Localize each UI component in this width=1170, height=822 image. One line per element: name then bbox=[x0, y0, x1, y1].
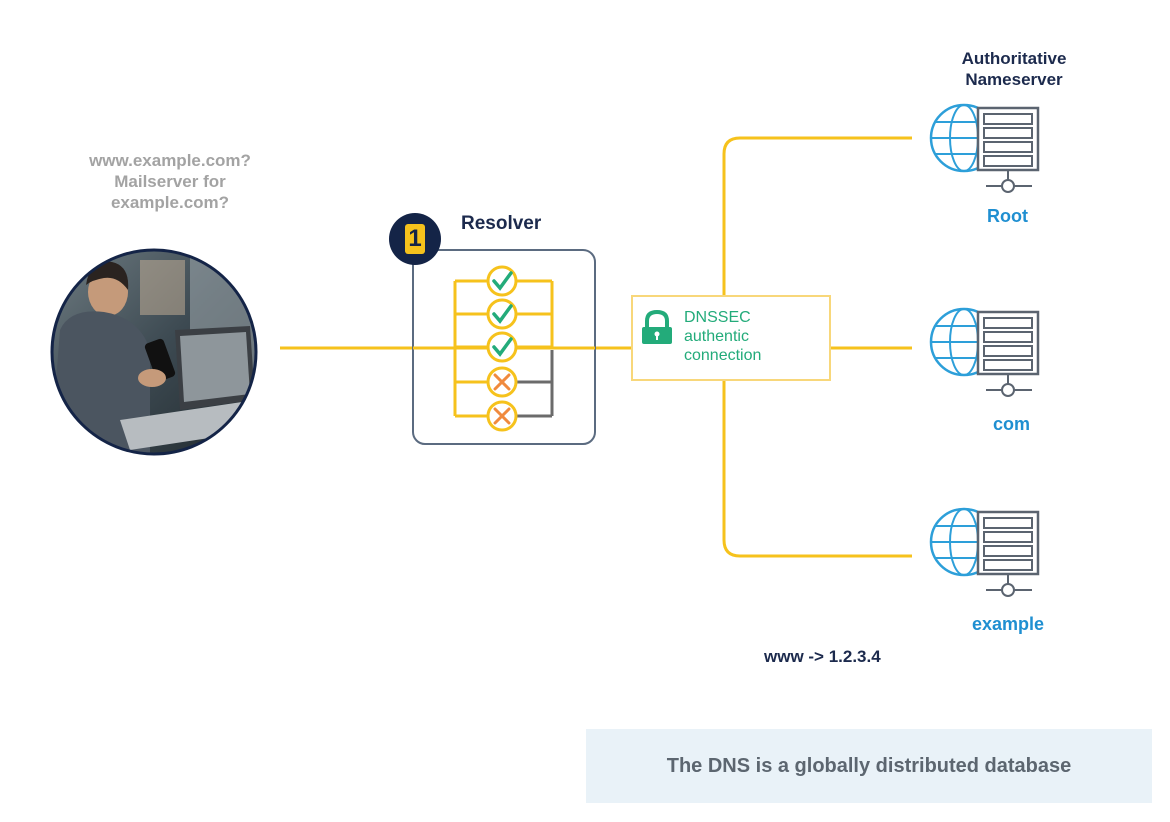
dnssec-label: DNSSEC authentic connection bbox=[684, 308, 761, 365]
client-question: www.example.com? Mailserver for example.… bbox=[40, 150, 300, 213]
trunk-to-root-line bbox=[722, 136, 912, 296]
authoritative-title-line: Authoritative bbox=[961, 49, 1067, 68]
check-valid-2 bbox=[486, 298, 518, 330]
authoritative-title: Authoritative Nameserver bbox=[924, 48, 1104, 90]
authoritative-title-line: Nameserver bbox=[965, 70, 1063, 89]
client-question-line: Mailserver for bbox=[114, 172, 226, 191]
caption-box: The DNS is a globally distributed databa… bbox=[586, 729, 1152, 803]
client-avatar bbox=[50, 248, 258, 456]
step-number: 1 bbox=[405, 224, 425, 254]
check-invalid-1 bbox=[486, 366, 518, 398]
caption-text: The DNS is a globally distributed databa… bbox=[666, 754, 1072, 777]
check-valid-3 bbox=[486, 331, 518, 363]
server-root-icon bbox=[929, 103, 1040, 193]
server-com-icon bbox=[929, 307, 1040, 397]
server-example-label: example bbox=[972, 614, 1045, 634]
step-number-badge: 1 bbox=[389, 213, 441, 265]
resolver bbox=[412, 249, 596, 445]
check-invalid-2 bbox=[486, 400, 518, 432]
server-example-icon bbox=[929, 507, 1040, 597]
dnssec-label-line: DNSSEC bbox=[684, 309, 751, 326]
trunk-to-example-line bbox=[722, 380, 912, 558]
failed-paths bbox=[516, 350, 554, 418]
dnssec-label-line: connection bbox=[684, 347, 762, 364]
client-question-line: www.example.com? bbox=[89, 151, 251, 170]
client-question-line: example.com? bbox=[110, 193, 230, 212]
check-valid-1 bbox=[486, 265, 518, 297]
lock-icon bbox=[642, 309, 672, 344]
dnssec-label-line: authentic bbox=[684, 328, 749, 345]
dns-record: www -> 1.2.3.4 bbox=[764, 647, 881, 666]
dnssec-box bbox=[631, 295, 831, 381]
resolver-label: Resolver bbox=[461, 213, 542, 234]
server-com-label: com bbox=[993, 414, 1031, 434]
server-root-label: Root bbox=[987, 206, 1028, 226]
